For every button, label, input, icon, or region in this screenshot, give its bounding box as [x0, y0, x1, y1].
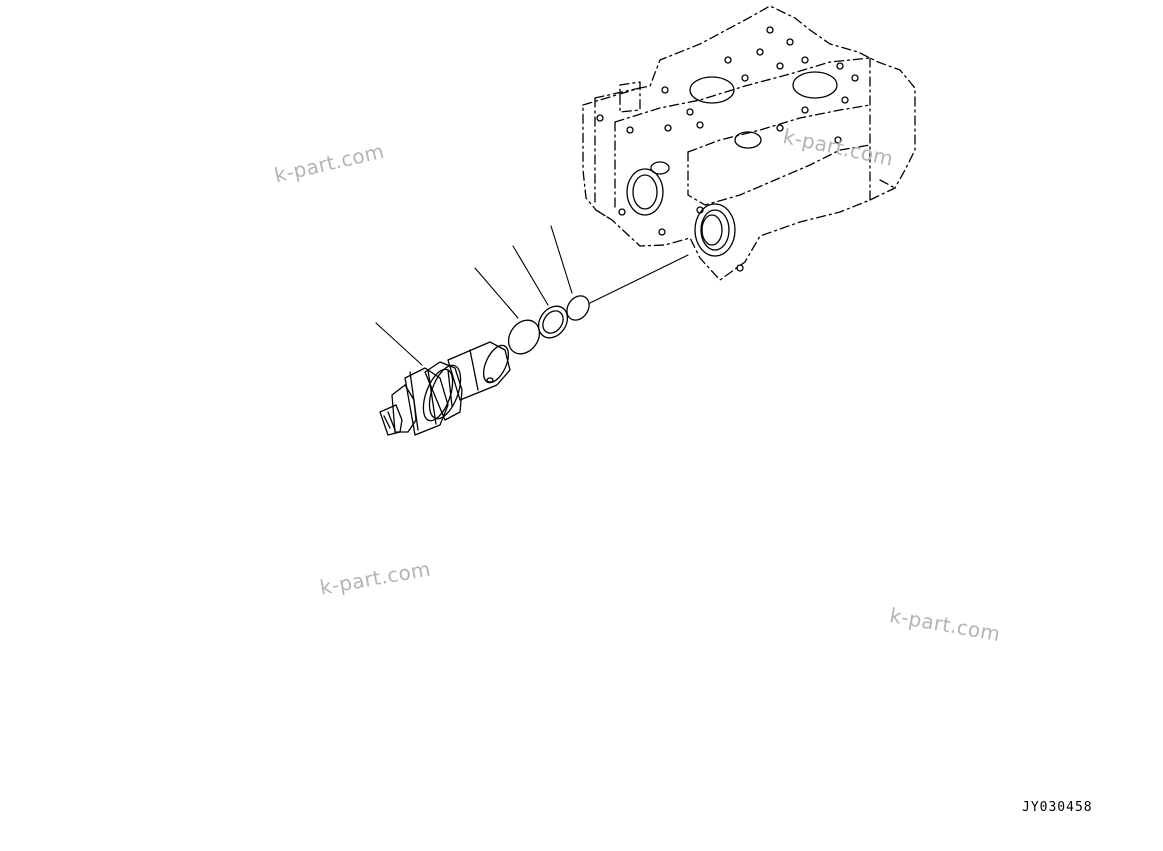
pressure-sensor-assembly: [379, 341, 511, 436]
valve-body-holes: [596, 26, 859, 272]
o-ring-2: [566, 295, 590, 321]
valve-body-outline: [582, 5, 916, 281]
backup-ring-outer: [537, 305, 569, 339]
figure-id-label: JY030458: [1022, 800, 1093, 815]
leader-lines: [375, 225, 689, 366]
o-ring-1: [507, 319, 541, 355]
leader-line-o-ring-2: [550, 225, 573, 294]
backup-ring-inner: [542, 310, 564, 334]
leader-line-backup-ring: [512, 245, 549, 306]
leader-line-o-ring-1: [474, 267, 519, 319]
seal-rings: [507, 295, 590, 355]
leader-line-assembly-axis: [589, 254, 689, 304]
leader-line-sensor: [375, 322, 423, 366]
